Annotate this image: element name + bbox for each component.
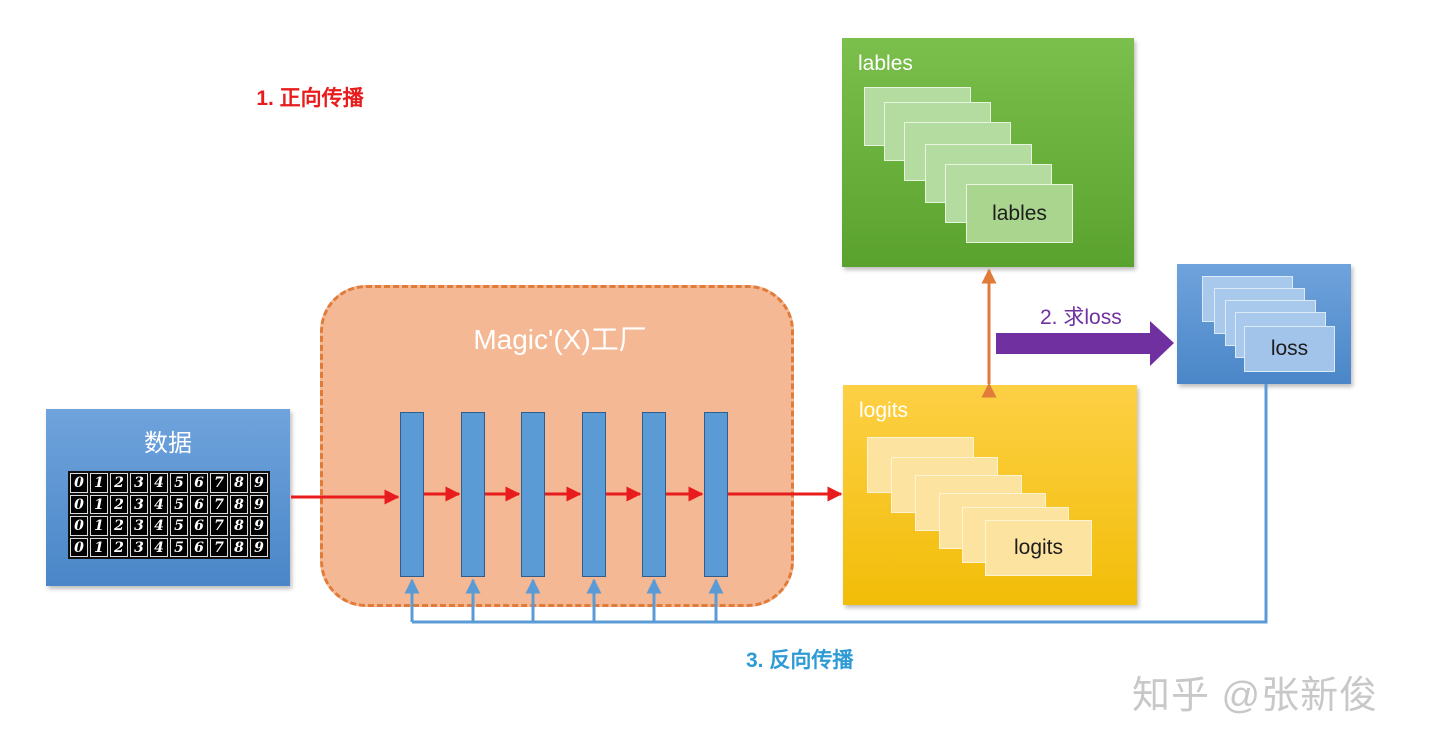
loss-panel: loss [1177, 264, 1351, 384]
digit: 4 [150, 473, 168, 493]
labels-panel-title: lables [858, 52, 913, 75]
digit: 4 [150, 516, 168, 536]
digit: 1 [90, 537, 108, 557]
digit: 1 [90, 473, 108, 493]
network-layer-5 [642, 412, 666, 577]
backward-propagation-label: 3. 反向传播 [746, 649, 854, 672]
data-block: 数据 0 1 2 3 4 5 6 7 8 9 0 1 2 3 4 5 6 7 8… [46, 409, 290, 586]
digit: 8 [230, 494, 248, 514]
digit: 6 [190, 537, 208, 557]
digit: 1 [90, 494, 108, 514]
digit: 6 [190, 494, 208, 514]
digit: 3 [130, 494, 148, 514]
digit: 3 [130, 516, 148, 536]
mnist-digits-image: 0 1 2 3 4 5 6 7 8 9 0 1 2 3 4 5 6 7 8 9 … [68, 471, 270, 559]
digit: 5 [170, 537, 188, 557]
digit: 2 [110, 494, 128, 514]
digit: 6 [190, 473, 208, 493]
digit: 0 [70, 494, 88, 514]
data-title: 数据 [144, 430, 192, 457]
digit: 0 [70, 473, 88, 493]
network-layer-4 [582, 412, 606, 577]
digit: 3 [130, 473, 148, 493]
digit: 9 [250, 516, 268, 536]
digit: 8 [230, 537, 248, 557]
logits-panel: logits logits [843, 385, 1137, 605]
digit: 9 [250, 537, 268, 557]
loss-card-front: loss [1244, 326, 1335, 372]
digit: 6 [190, 516, 208, 536]
network-layer-6 [704, 412, 728, 577]
digit: 5 [170, 516, 188, 536]
digit: 7 [210, 537, 228, 557]
zhihu-watermark: 知乎 @张新俊 [1132, 675, 1379, 717]
digit: 4 [150, 537, 168, 557]
label-card-front: lables [966, 184, 1073, 243]
digit: 2 [110, 473, 128, 493]
forward-propagation-label: 1. 正向传播 [256, 87, 364, 110]
digit: 3 [130, 537, 148, 557]
network-layer-3 [521, 412, 545, 577]
digit: 8 [230, 473, 248, 493]
digit: 7 [210, 473, 228, 493]
logit-card-front: logits [985, 520, 1092, 576]
digit: 0 [70, 537, 88, 557]
digit: 8 [230, 516, 248, 536]
digit: 5 [170, 473, 188, 493]
labels-panel: lables lables [842, 38, 1134, 267]
digit: 4 [150, 494, 168, 514]
digit: 5 [170, 494, 188, 514]
factory-title: Magic'(X)工厂 [473, 324, 647, 355]
digit: 9 [250, 494, 268, 514]
network-layer-2 [461, 412, 485, 577]
digit: 7 [210, 494, 228, 514]
digit: 9 [250, 473, 268, 493]
digit: 1 [90, 516, 108, 536]
compute-loss-label: 2. 求loss [1040, 306, 1122, 329]
digit: 2 [110, 537, 128, 557]
digit: 2 [110, 516, 128, 536]
logits-panel-title: logits [859, 399, 909, 422]
network-layer-1 [400, 412, 424, 577]
digit: 0 [70, 516, 88, 536]
digit: 7 [210, 516, 228, 536]
